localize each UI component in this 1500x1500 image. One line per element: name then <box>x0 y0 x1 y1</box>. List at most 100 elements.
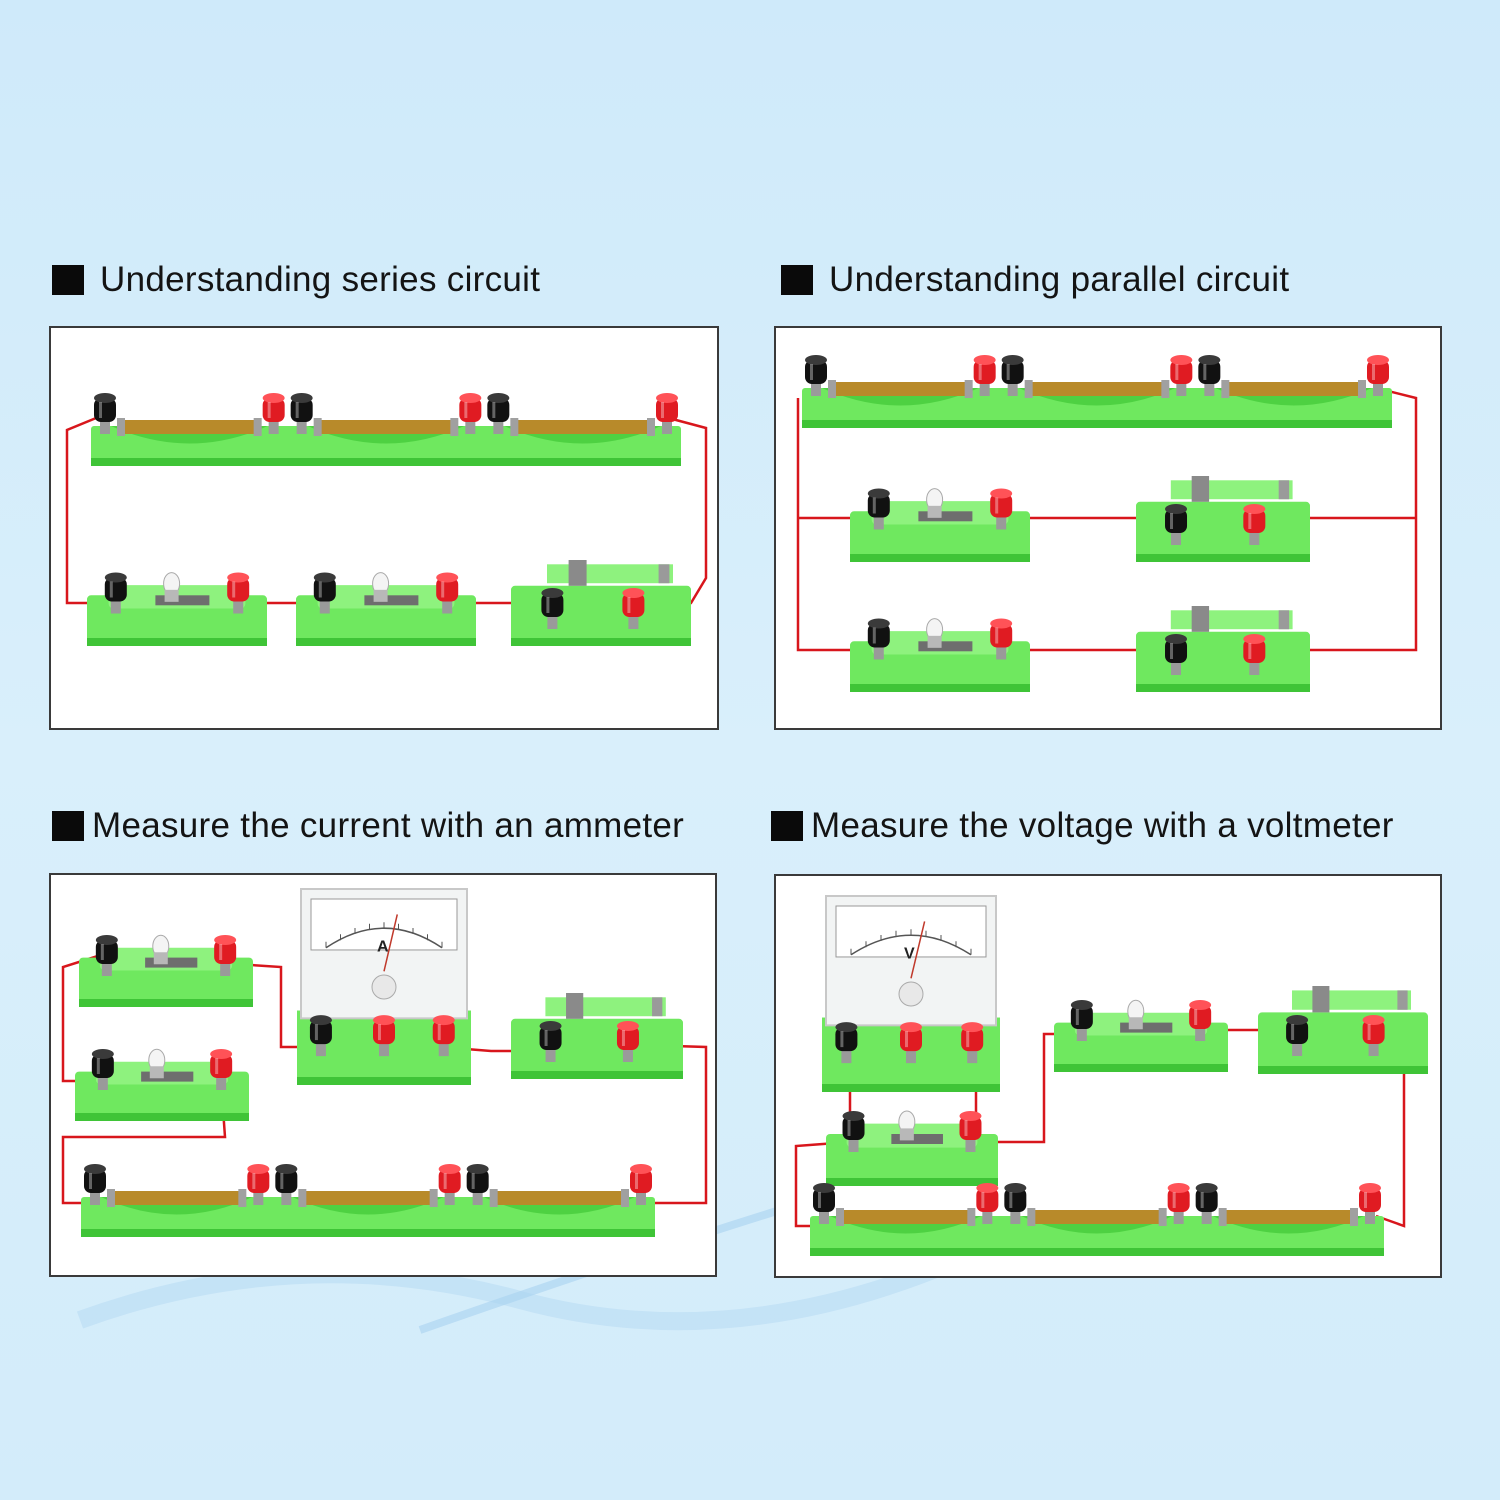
bulb-holder-2 <box>296 572 476 646</box>
bulb-holder-1 <box>1054 999 1228 1072</box>
ammeter-circuit-photo: A <box>49 873 717 1277</box>
terminal-black <box>487 393 510 434</box>
meter-letter: A <box>377 939 389 956</box>
panel-title-ammeter: Measure the current with an ammeter <box>52 806 684 846</box>
terminal-red <box>214 935 237 976</box>
terminal-red <box>262 393 285 434</box>
terminal-red <box>622 588 645 629</box>
terminal-red <box>959 1111 982 1152</box>
terminal-red <box>227 572 250 614</box>
switch-board <box>1258 986 1428 1074</box>
terminal-black <box>1195 1183 1218 1224</box>
light-bulb-icon <box>163 572 181 602</box>
meter-letter: V <box>904 946 915 963</box>
battery-holder-row <box>802 355 1392 428</box>
light-bulb-icon <box>926 488 944 518</box>
terminal-black <box>541 588 564 629</box>
terminal-red <box>616 1021 639 1062</box>
terminal-red <box>990 618 1013 660</box>
panel-title-voltmeter: Measure the voltage with a voltmeter <box>771 806 1394 846</box>
bullet-square-icon <box>771 811 803 841</box>
ammeter: A <box>297 888 471 1085</box>
terminal-black <box>104 572 127 614</box>
panel-title-series: Understanding series circuit <box>52 260 540 300</box>
ammeter-circuit-diagram: A <box>61 888 708 1237</box>
bulb-holder-2 <box>850 618 1030 692</box>
terminal-red <box>432 1015 455 1057</box>
switch-board-1 <box>1136 476 1310 562</box>
terminal-black <box>1286 1015 1309 1056</box>
battery-cell-icon <box>109 1191 245 1205</box>
battery-cell-icon <box>1029 1210 1165 1224</box>
panel-title-text: Understanding parallel circuit <box>829 260 1290 299</box>
switch-lever-icon <box>1191 606 1210 632</box>
battery-cell-icon <box>315 420 457 434</box>
terminal-red <box>976 1183 999 1224</box>
meter-scale-icon <box>850 934 972 956</box>
light-bulb-icon <box>898 1110 916 1141</box>
parallel-circuit-diagram <box>796 355 1418 692</box>
terminal-black <box>1004 1183 1027 1224</box>
terminal-black <box>1001 355 1024 396</box>
light-bulb-icon <box>372 572 390 602</box>
terminal-black <box>309 1015 332 1057</box>
terminal-black <box>466 1164 489 1205</box>
terminal-red <box>1167 1183 1190 1224</box>
meter-scale-icon <box>325 927 443 949</box>
terminal-red <box>900 1022 922 1064</box>
switch-lever-icon <box>1312 986 1330 1013</box>
parallel-circuit-photo <box>774 326 1442 730</box>
voltmeter-circuit-photo: V <box>774 874 1442 1278</box>
bullet-square-icon <box>781 265 813 295</box>
switch-lever-icon <box>568 560 587 586</box>
terminal-red <box>210 1049 233 1090</box>
terminal-red <box>1367 355 1389 396</box>
switch-lever-icon <box>566 993 584 1019</box>
battery-cell-icon <box>119 420 260 434</box>
terminal-black <box>835 1022 858 1064</box>
terminal-red <box>438 1164 461 1205</box>
battery-holder-row <box>810 1183 1384 1256</box>
terminal-red <box>1189 1000 1212 1041</box>
terminal-red <box>1362 1015 1385 1056</box>
panel-title-text: Measure the current with an ammeter <box>92 806 685 845</box>
terminal-red <box>1243 504 1266 545</box>
terminal-red <box>436 572 459 614</box>
meter-needle-icon <box>383 914 399 972</box>
light-bulb-icon <box>152 934 170 965</box>
panel-title-text: Measure the voltage with a voltmeter <box>811 806 1394 845</box>
battery-cell-icon <box>1220 1210 1356 1224</box>
switch-board-2 <box>1136 606 1310 692</box>
terminal-black <box>1165 634 1188 675</box>
bullet-square-icon <box>52 265 84 295</box>
battery-cell-icon <box>1026 382 1168 396</box>
voltmeter: V <box>822 895 1000 1092</box>
terminal-red <box>247 1164 270 1205</box>
terminal-red <box>459 393 482 434</box>
meter-needle-icon <box>910 921 926 979</box>
terminal-black <box>275 1164 298 1205</box>
series-circuit-diagram <box>65 393 708 646</box>
terminal-red <box>961 1022 984 1064</box>
terminal-red <box>373 1015 395 1057</box>
terminal-red <box>973 355 996 396</box>
bulb-holder-2 <box>75 1048 249 1121</box>
terminal-red <box>656 393 678 434</box>
battery-holder-row <box>81 1164 655 1237</box>
terminal-black <box>1198 355 1221 396</box>
terminal-black <box>95 935 118 976</box>
terminal-red <box>1170 355 1193 396</box>
light-bulb-icon <box>926 618 944 648</box>
terminal-red <box>1243 634 1266 675</box>
battery-cell-icon <box>1223 382 1364 396</box>
light-bulb-icon <box>1127 999 1145 1030</box>
wire <box>796 386 1418 652</box>
terminal-black <box>867 618 890 660</box>
battery-holder-row <box>91 393 681 466</box>
switch-lever-icon <box>1191 476 1210 502</box>
panel-title-text: Understanding series circuit <box>100 260 541 299</box>
terminal-black <box>94 393 116 434</box>
terminal-black <box>842 1111 865 1152</box>
terminal-black <box>805 355 827 396</box>
bulb-holder-1 <box>850 488 1030 562</box>
